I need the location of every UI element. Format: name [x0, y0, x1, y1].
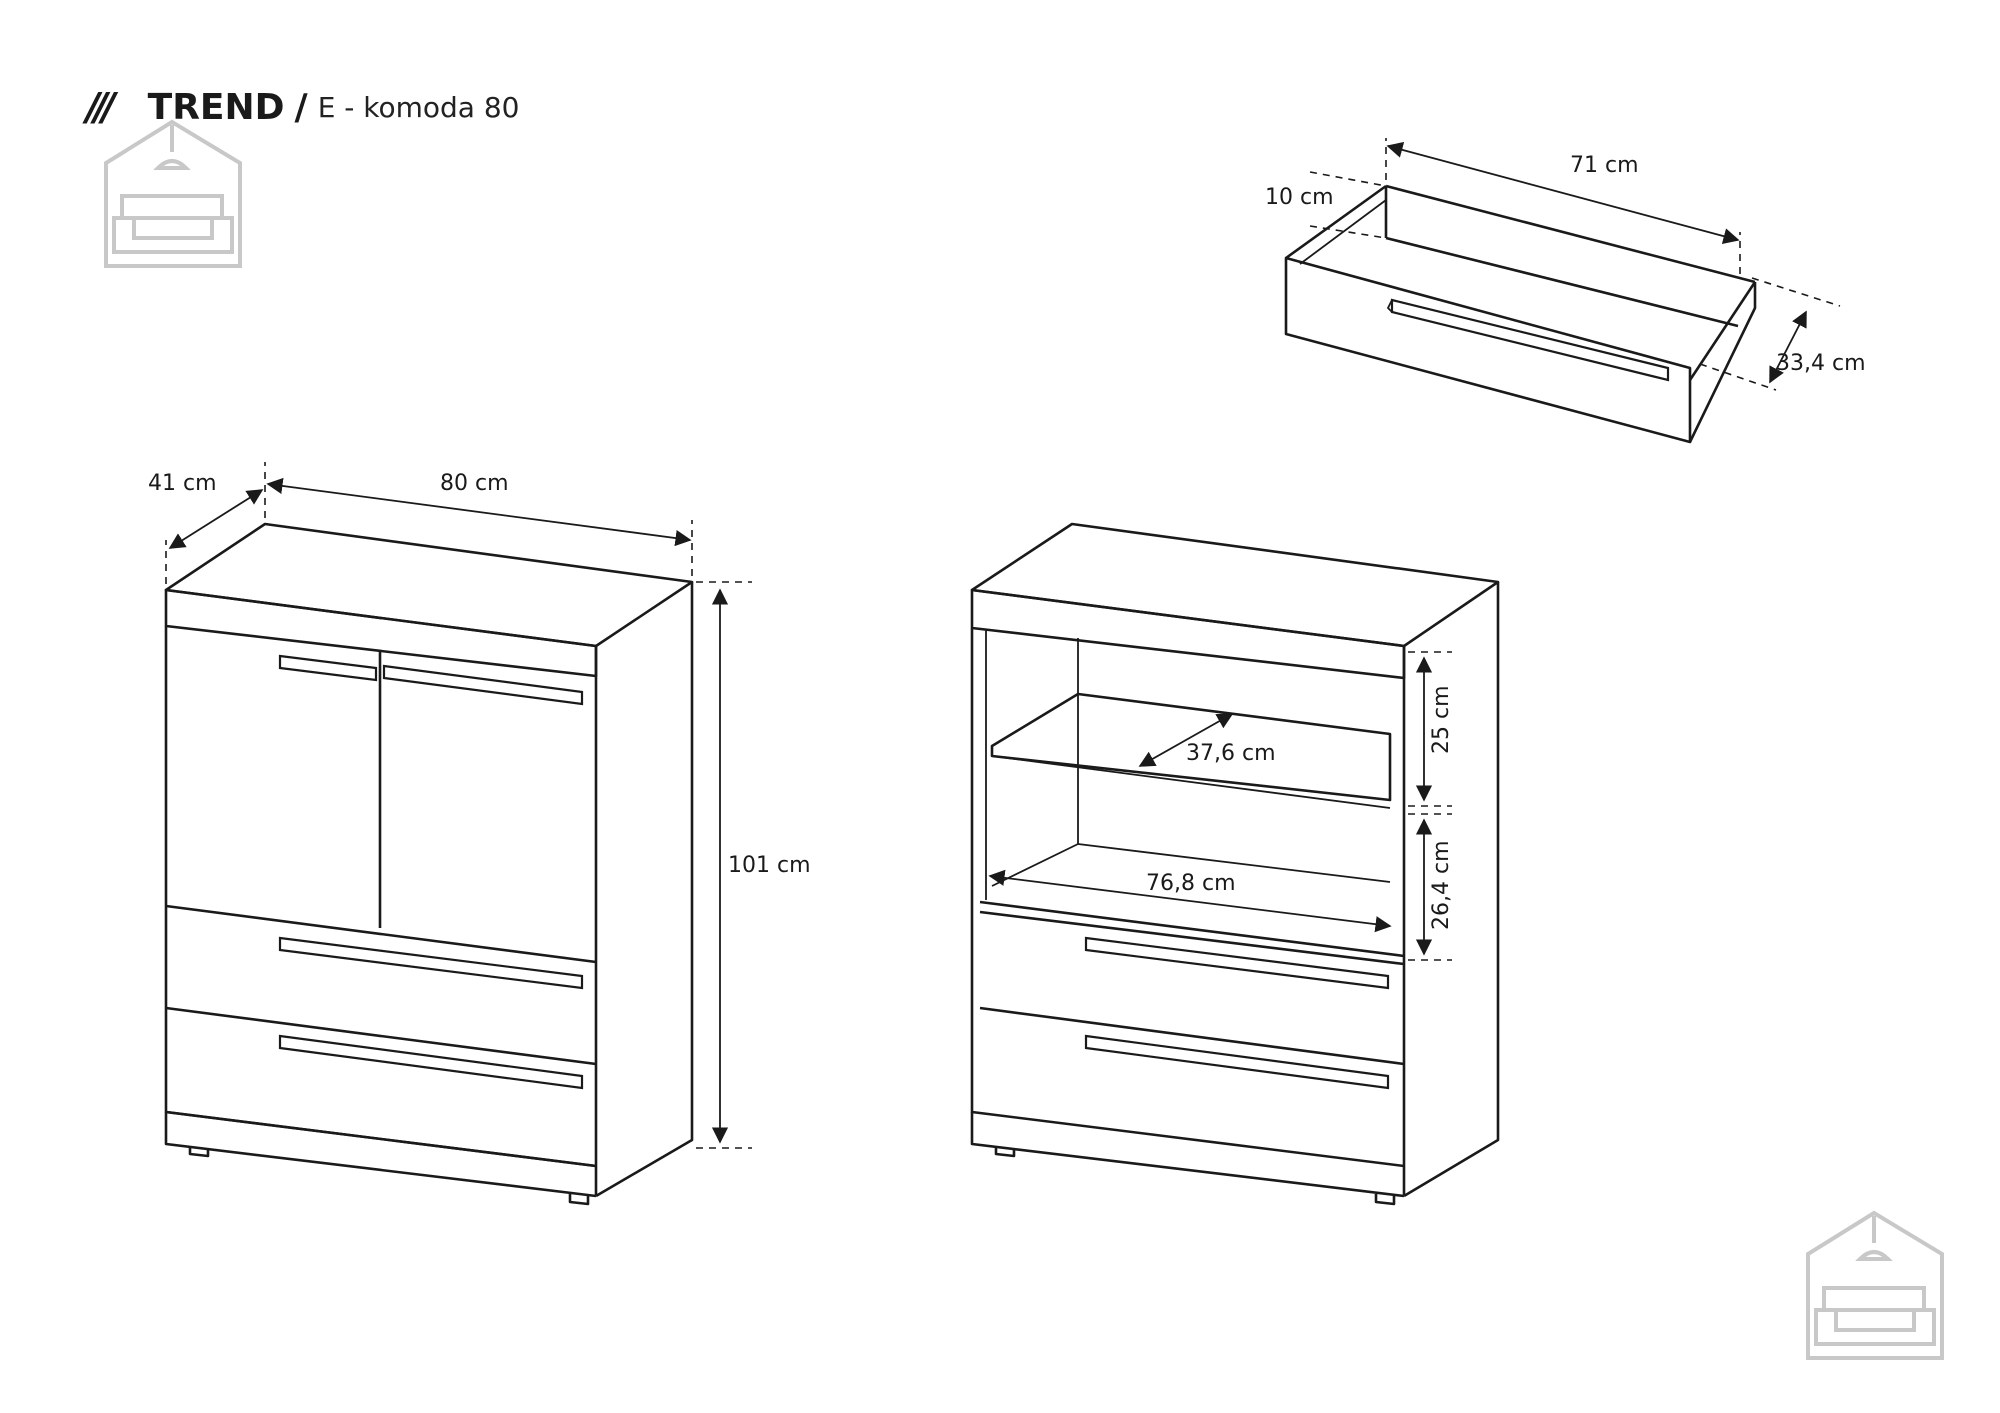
drawer-drawing: 71 cm 10 cm 33,4 cm [1265, 138, 1866, 444]
house-sofa-icon [104, 119, 242, 268]
drawer-height-label: 10 cm [1265, 185, 1334, 210]
title-separator: / [294, 86, 308, 128]
cabinet-closed-drawing: 41 cm 80 cm 101 cm [148, 462, 811, 1206]
lower-compartment-label: 26,4 cm [1429, 840, 1454, 930]
house-sofa-icon [1806, 1210, 1944, 1360]
model-name: E - komoda 80 [317, 90, 520, 124]
shelf-depth-label: 37,6 cm [1186, 741, 1276, 766]
drawer-depth-label: 33,4 cm [1776, 351, 1866, 376]
body-depth-label: 41 cm [148, 471, 217, 496]
drawer-width-label: 71 cm [1570, 153, 1639, 178]
upper-compartment-label: 25 cm [1429, 685, 1454, 754]
page-header: /// TREND / E - komoda 80 [86, 82, 520, 132]
cabinet-open-drawing: 37,6 cm 76,8 cm 25 cm 26,4 cm [970, 522, 1500, 1206]
inner-width-label: 76,8 cm [1146, 871, 1236, 896]
body-height-label: 101 cm [728, 853, 811, 878]
body-width-label: 80 cm [440, 471, 509, 496]
